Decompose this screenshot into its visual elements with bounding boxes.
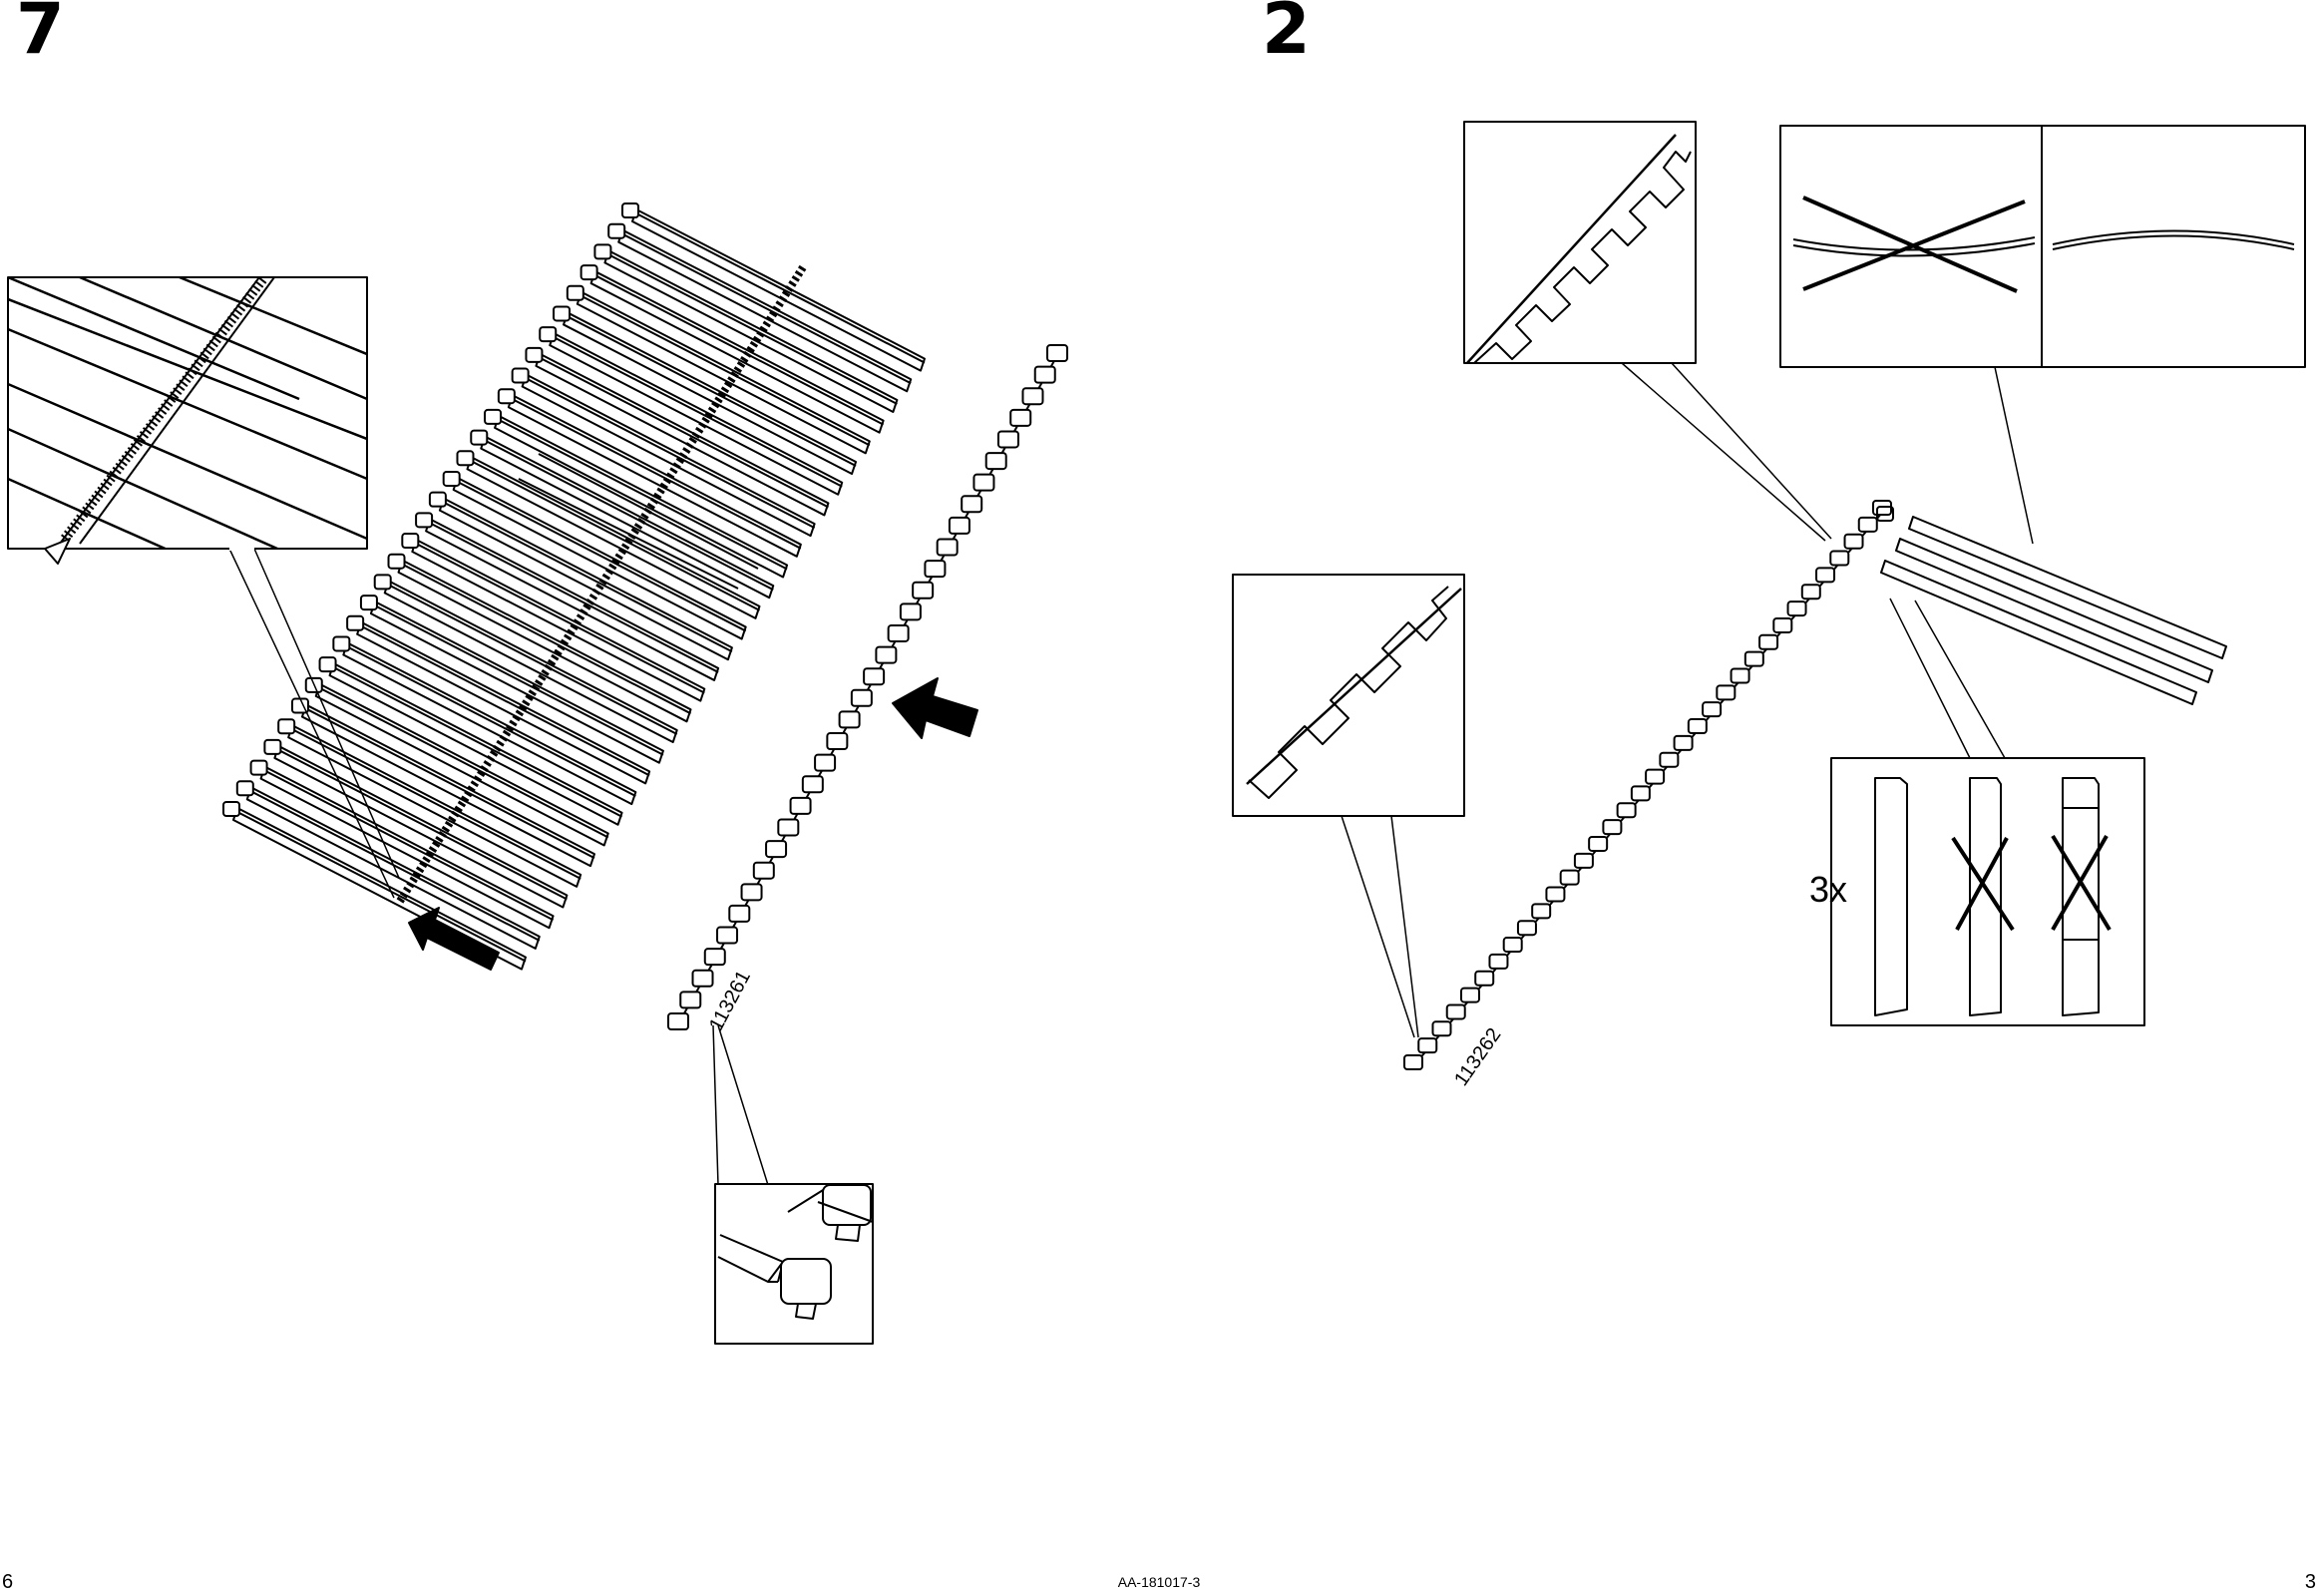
rail-tab: [1660, 753, 1678, 767]
rail-tab: [1859, 518, 1877, 532]
rail-tab: [668, 1013, 688, 1029]
rail-tab: [1475, 972, 1493, 986]
rail-tab: [852, 690, 872, 706]
rail-tab: [1646, 770, 1664, 784]
rail-tab: [913, 583, 933, 598]
rail-tab: [680, 992, 700, 1007]
detail-box-connector: [713, 1025, 873, 1344]
rail-tab: [876, 647, 896, 663]
rail-tab: [1773, 618, 1791, 632]
rail-tab: [1689, 719, 1707, 733]
rail-tab: [766, 841, 786, 857]
rail-tab: [1632, 786, 1650, 800]
rail-tab: [742, 884, 762, 900]
rail-tab: [1589, 837, 1607, 851]
detail-box-rail-top: [1464, 122, 1831, 541]
rail-tab: [1010, 410, 1030, 426]
rail-tab: [1504, 938, 1522, 952]
rail-tab: [901, 603, 921, 619]
three-slats: [1877, 507, 2226, 704]
rail-tab: [1432, 1021, 1450, 1035]
rail-tab: [717, 928, 737, 944]
rail-tab: [827, 733, 847, 749]
rail-tab: [938, 540, 958, 556]
rail-tab: [815, 755, 835, 771]
rail-tab: [1575, 854, 1593, 868]
rail-tab: [1047, 345, 1067, 361]
rail-tab: [1022, 388, 1042, 404]
rail-tab: [1675, 736, 1693, 750]
rail-tab: [864, 668, 884, 684]
rail-tab: [840, 711, 860, 727]
rail-tab: [791, 798, 811, 814]
rail-tab: [925, 561, 945, 577]
slat-holder-rail-right: [1404, 501, 1891, 1069]
rail-tab: [778, 819, 798, 835]
rail-tab: [1035, 367, 1055, 383]
rail-tab: [1447, 1004, 1465, 1018]
rail-tab: [1816, 568, 1834, 582]
rail-tab: [1703, 702, 1721, 716]
rail-tab: [973, 475, 993, 491]
rail-tab: [998, 431, 1018, 447]
detail-box-rail-left: [1233, 575, 1464, 1037]
rail-tab: [1802, 585, 1820, 598]
rail-tab: [1830, 552, 1848, 566]
rail-tab: [693, 971, 713, 987]
rail-tab: [1518, 921, 1536, 935]
detail-box-slat-quality: [1831, 598, 2144, 1025]
rail-tab: [803, 776, 823, 792]
rail-tab: [1561, 871, 1579, 885]
rail-tab: [705, 949, 725, 965]
rail-tab: [986, 453, 1006, 469]
rail-tab: [1717, 685, 1735, 699]
rail-tab: [1788, 601, 1806, 615]
rail-tab: [1603, 820, 1621, 834]
rail-tab: [889, 625, 909, 641]
rail-tab: [729, 906, 749, 922]
rail-tab: [1532, 904, 1550, 918]
rail-tab: [1418, 1038, 1436, 1052]
detail-box-slat-bend: [1780, 126, 2305, 544]
rail-tab: [1732, 668, 1749, 682]
rail-tab: [754, 863, 774, 879]
rail-tab: [1489, 955, 1507, 969]
rail-tab: [950, 518, 969, 534]
part-number-right: 113262: [1450, 1024, 1505, 1090]
document-code: AA-181017-3: [0, 1574, 2318, 1590]
rail-tab: [1618, 803, 1636, 817]
rail-tab: [1759, 635, 1777, 649]
rail-tab: [1404, 1055, 1422, 1069]
rail-tab: [1461, 989, 1479, 1002]
rail-tab: [962, 496, 981, 512]
rail-tab: [1546, 888, 1564, 902]
rail-tab: [1845, 535, 1863, 549]
rail-tab: [1745, 652, 1763, 666]
arrow-icon: [893, 678, 977, 738]
quantity-label: 3x: [1809, 869, 1847, 910]
